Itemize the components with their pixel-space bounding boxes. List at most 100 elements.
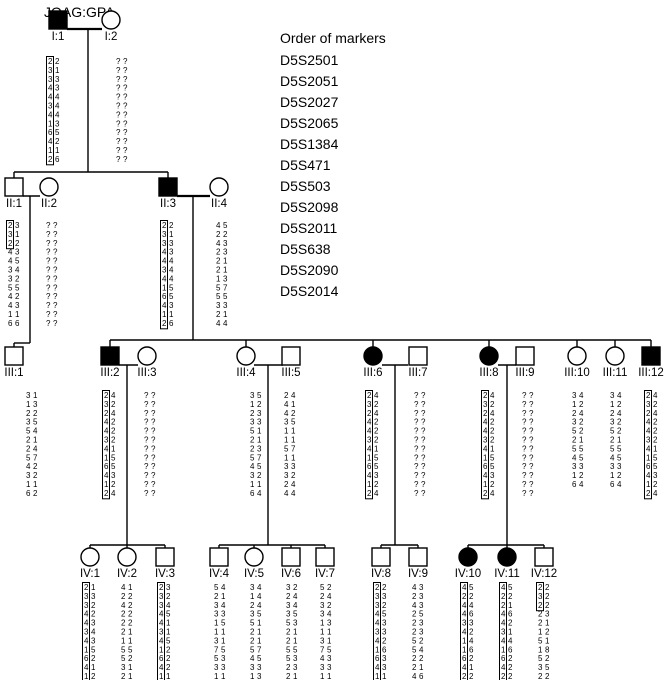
individual-id: I:2 <box>105 31 118 43</box>
pedigree-individual: IV:6322434355321215553232114 <box>281 547 301 680</box>
marker-name: D5S2051 <box>280 73 339 89</box>
allele-right: 2 <box>382 601 387 610</box>
allele-right: 2 <box>374 436 379 445</box>
allele-left: 4 <box>501 610 506 619</box>
allele-right: 5 <box>374 462 379 471</box>
allele-left: 4 <box>159 619 164 628</box>
allele-right: 4 <box>33 444 38 453</box>
allele-right: ? <box>53 266 58 275</box>
allele-right: 2 <box>382 583 387 592</box>
allele-right: 3 <box>223 248 228 257</box>
allele-left: 6 <box>367 462 372 471</box>
allele-right: 3 <box>419 619 424 628</box>
allele-right: ? <box>53 310 58 319</box>
individual-id: IV:1 <box>80 568 100 580</box>
allele-left: 2 <box>610 409 615 418</box>
unaffected-male-symbol <box>281 547 301 567</box>
allele-right: ? <box>151 471 156 480</box>
allele-right: 2 <box>617 418 622 427</box>
allele-left: 3 <box>159 628 164 637</box>
individual-id: IV:8 <box>371 568 391 580</box>
risk-haplotype-box <box>157 582 165 680</box>
allele-left: ? <box>414 453 419 462</box>
allele-left: 2 <box>162 319 167 328</box>
allele-left: 1 <box>375 645 380 654</box>
individual-id: III:3 <box>137 367 156 379</box>
allele-right: 2 <box>327 583 332 592</box>
allele-right: 4 <box>327 610 332 619</box>
allele-left: 1 <box>483 480 488 489</box>
allele-right: 1 <box>257 619 262 628</box>
allele-right: 2 <box>291 471 296 480</box>
allele-left: 1 <box>320 619 325 628</box>
pedigree-individual: IV:8223332454333421663431126 <box>371 547 391 680</box>
allele-left: ? <box>46 248 51 257</box>
allele-right: 4 <box>91 628 96 637</box>
allele-right: 2 <box>111 400 116 409</box>
allele-left: ? <box>144 453 149 462</box>
allele-right: 2 <box>545 672 550 680</box>
allele-right: 4 <box>374 409 379 418</box>
unaffected-male-symbol <box>315 547 335 567</box>
allele-left: 6 <box>462 654 467 663</box>
allele-left: 3 <box>250 583 255 592</box>
allele-left: 3 <box>162 266 167 275</box>
allele-right: 4 <box>327 592 332 601</box>
allele-right: 1 <box>111 444 116 453</box>
allele-left: 4 <box>320 654 325 663</box>
allele-right: 4 <box>374 489 379 498</box>
allele-left: 4 <box>104 427 109 436</box>
allele-right: 2 <box>653 418 658 427</box>
allele-right: ? <box>53 319 58 328</box>
risk-haplotype-box <box>373 582 381 680</box>
allele-left: 4 <box>646 471 651 480</box>
allele-right: 4 <box>291 391 296 400</box>
allele-left: 1 <box>572 400 577 409</box>
allele-right: 3 <box>169 239 174 248</box>
allele-right: ? <box>529 444 534 453</box>
allele-left: 3 <box>284 462 289 471</box>
allele-left: 1 <box>84 645 89 654</box>
allele-right: 1 <box>617 436 622 445</box>
allele-right: ? <box>123 84 128 93</box>
allele-left: 5 <box>286 619 291 628</box>
allele-left: 4 <box>375 610 380 619</box>
allele-left: 3 <box>610 418 615 427</box>
allele-right: ? <box>421 391 426 400</box>
allele-right: 2 <box>579 427 584 436</box>
allele-right: 1 <box>374 444 379 453</box>
allele-left: 4 <box>84 610 89 619</box>
allele-left: ? <box>144 391 149 400</box>
allele-left: 2 <box>572 409 577 418</box>
allele-right: 4 <box>291 480 296 489</box>
allele-left: ? <box>46 310 51 319</box>
allele-left: 5 <box>610 427 615 436</box>
allele-right: 2 <box>33 462 38 471</box>
allele-right: ? <box>421 462 426 471</box>
allele-right: 2 <box>91 672 96 680</box>
allele-right: 3 <box>490 471 495 480</box>
allele-right: 4 <box>291 489 296 498</box>
pedigree-individual: IV:9432343252323525422214646 <box>408 547 428 680</box>
allele-right: 3 <box>91 636 96 645</box>
allele-right: ? <box>123 110 128 119</box>
allele-left: 3 <box>8 230 13 239</box>
allele-right: 4 <box>55 110 60 119</box>
allele-right: ? <box>151 418 156 427</box>
allele-left: 3 <box>320 636 325 645</box>
allele-right: 4 <box>33 427 38 436</box>
allele-right: 2 <box>257 471 262 480</box>
allele-right: 1 <box>508 601 513 610</box>
marker-legend-title: Order of markers <box>280 30 386 46</box>
allele-left: 4 <box>610 453 615 462</box>
allele-left: 4 <box>250 462 255 471</box>
allele-left: 2 <box>483 409 488 418</box>
allele-left: 2 <box>572 436 577 445</box>
allele-left: 4 <box>646 427 651 436</box>
allele-right: ? <box>123 119 128 128</box>
allele-left: 4 <box>462 610 467 619</box>
allele-right: 1 <box>166 619 171 628</box>
allele-left: 2 <box>250 436 255 445</box>
